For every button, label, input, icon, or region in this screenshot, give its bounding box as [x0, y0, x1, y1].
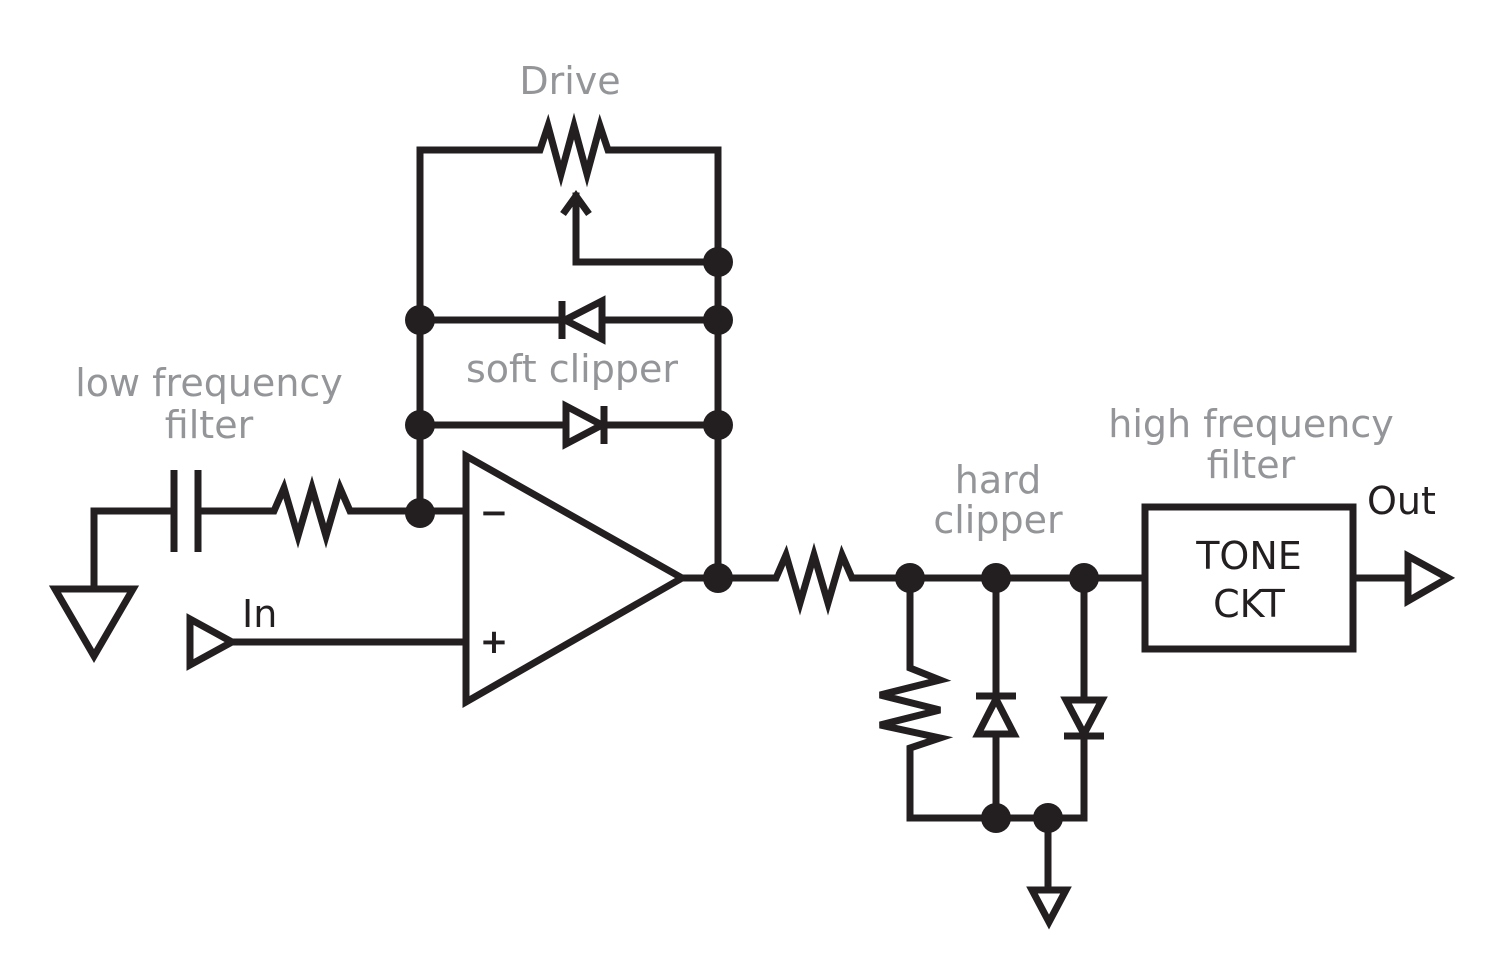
soft-clipper-label: soft clipper [466, 347, 678, 391]
soft-clipper-diodes [416, 295, 722, 450]
drive-label: Drive [519, 59, 620, 103]
junction-dot [405, 305, 435, 335]
ground-icon [1026, 886, 1072, 930]
input-label: In [242, 592, 277, 636]
low-frequency-filter [48, 470, 469, 663]
tone-circuit: TONE CKT [1141, 503, 1357, 653]
high-filter-label-line2: filter [1207, 443, 1296, 487]
junction-nodes [405, 247, 1099, 833]
junction-dot [405, 498, 435, 528]
hard-clipper-label-line1: hard [955, 458, 1041, 502]
junction-dot [895, 563, 925, 593]
hard-clipper-label-line2: clipper [933, 498, 1063, 542]
low-filter-label-line1: low frequency [75, 361, 343, 405]
opamp-minus-sign: − [480, 493, 509, 533]
junction-dot [703, 410, 733, 440]
hard-clipper [879, 574, 1108, 930]
high-filter-label-line1: high frequency [1108, 402, 1394, 446]
junction-dot [1033, 803, 1063, 833]
junction-dot [981, 563, 1011, 593]
junction-dot [703, 305, 733, 335]
input-terminal [186, 613, 469, 671]
junction-dot [1069, 563, 1099, 593]
opamp-plus-sign: + [480, 622, 509, 662]
low-filter-label-line2: filter [165, 403, 254, 447]
tone-label-line2: CKT [1213, 582, 1286, 626]
junction-dot [405, 410, 435, 440]
junction-dot [703, 563, 733, 593]
junction-dot [981, 803, 1011, 833]
ground-icon [48, 585, 140, 663]
output-terminal [1349, 550, 1456, 608]
tone-label-line1: TONE [1195, 534, 1302, 578]
junction-dot [703, 247, 733, 277]
output-label: Out [1367, 479, 1436, 523]
drive-potentiometer [416, 112, 722, 582]
